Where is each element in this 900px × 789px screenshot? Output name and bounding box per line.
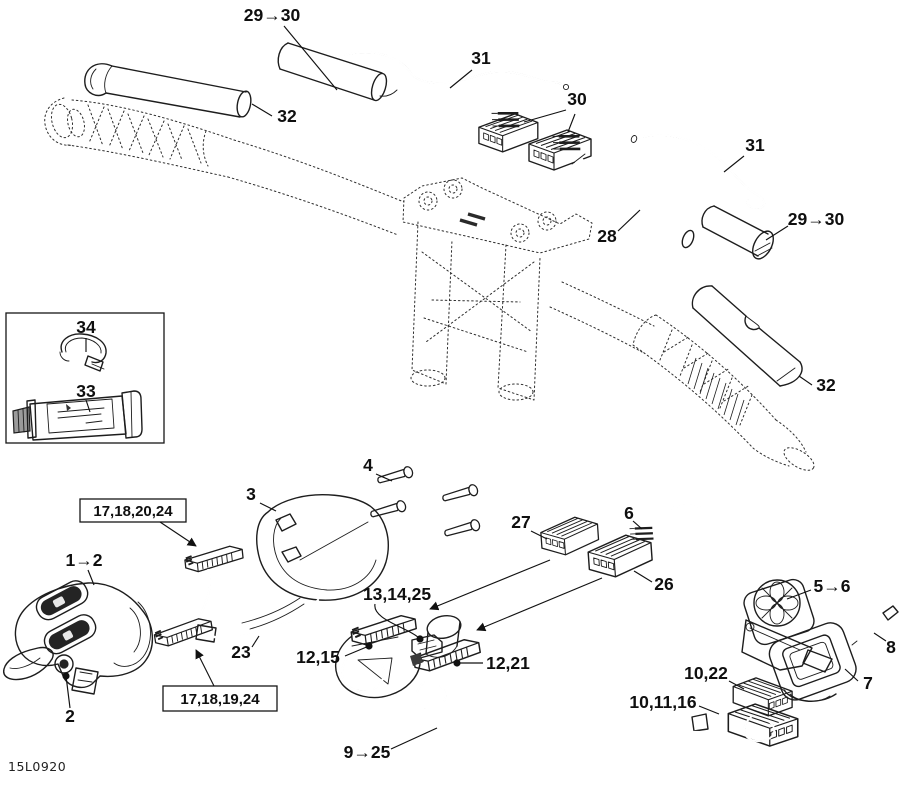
callout-8: 8 (886, 637, 896, 657)
callout-34: 34 (76, 317, 96, 337)
harness-wire-from-housing (234, 598, 320, 637)
center-harness-assembly (334, 613, 483, 711)
callout-6: 6 (624, 503, 634, 523)
callout-31-top: 31 (471, 48, 491, 68)
callout-26: 26 (654, 574, 674, 594)
connector-27-location-arrow (429, 559, 551, 611)
switch-block-7 (768, 622, 857, 702)
right-handlebar-grip-dotted (632, 314, 815, 471)
callout-29-30-top: 29→30 (244, 5, 301, 25)
wire-between-strips (194, 568, 212, 626)
callout-17-18-19-24: 17,18,19,24 (180, 691, 260, 708)
harness-wire-23 (210, 634, 422, 654)
connector-strip-17-18-20-24 (183, 544, 245, 574)
heating-element-wire-31-top (344, 51, 570, 97)
handlebar-end-tube-28 (571, 153, 695, 249)
callout-29-30-right: 29→30 (788, 209, 845, 229)
callout-31-right: 31 (745, 135, 765, 155)
mounting-screws-4 (368, 464, 482, 538)
connector-wire-loops (743, 715, 776, 743)
switch-housing-3 (241, 494, 389, 630)
connector-strip-17-18-19-24 (152, 616, 217, 649)
grip-sleeve-32-left (84, 63, 252, 118)
installation-kit-box (5, 312, 165, 444)
adhesive-tube-33 (12, 390, 143, 441)
callout-10-22: 10,22 (684, 663, 728, 683)
retaining-clip-34 (59, 333, 107, 372)
callout-7: 7 (863, 673, 873, 693)
callout-13-14-25: 13,14,25 (363, 584, 431, 604)
callout-10-11-16: 10,11,16 (629, 692, 696, 712)
heating-element-wire-31-right (630, 134, 766, 209)
pivot-pin-8 (851, 605, 899, 646)
heat-shrink-29-30-right (701, 205, 774, 260)
heat-shrink-29-30-top (277, 42, 388, 102)
boxed-callout-17-18-20-24: 17,18,20,24 (79, 498, 187, 523)
terminal-pins-6 (626, 522, 657, 546)
multifunction-switch-1-2 (3, 580, 153, 695)
handlebar-tube-dotted (227, 139, 655, 353)
callout-28: 28 (597, 226, 617, 246)
leader-lines (62, 25, 887, 750)
callout-33: 33 (76, 381, 96, 401)
left-handlebar-grip-dotted (44, 97, 235, 178)
handlebar-riser-dotted (402, 177, 593, 401)
callout-30: 30 (567, 89, 587, 109)
callout-27: 27 (511, 512, 530, 532)
figure-code: 15L0920 (8, 759, 66, 774)
connector-26-location-arrow (476, 577, 603, 632)
callout-17-18-20-24: 17,18,20,24 (93, 503, 173, 520)
main-harness-9-25 (411, 685, 879, 772)
callout-23: 23 (231, 642, 251, 662)
callout-9-25: 9→25 (344, 742, 391, 762)
callout-1-2: 1→2 (66, 550, 103, 570)
callout-32-left: 32 (277, 106, 297, 126)
callout-4: 4 (363, 455, 373, 475)
callout-12-21: 12,21 (486, 653, 530, 673)
callout-32-right: 32 (816, 375, 836, 395)
grip-sleeve-32-right (691, 285, 803, 387)
callout-5-6: 5→6 (814, 576, 851, 596)
callout-3: 3 (246, 484, 256, 504)
boxed-callout-17-18-19-24: 17,18,19,24 (162, 685, 278, 712)
callout-2: 2 (65, 706, 75, 726)
callout-12-15: 12,15 (296, 647, 340, 667)
